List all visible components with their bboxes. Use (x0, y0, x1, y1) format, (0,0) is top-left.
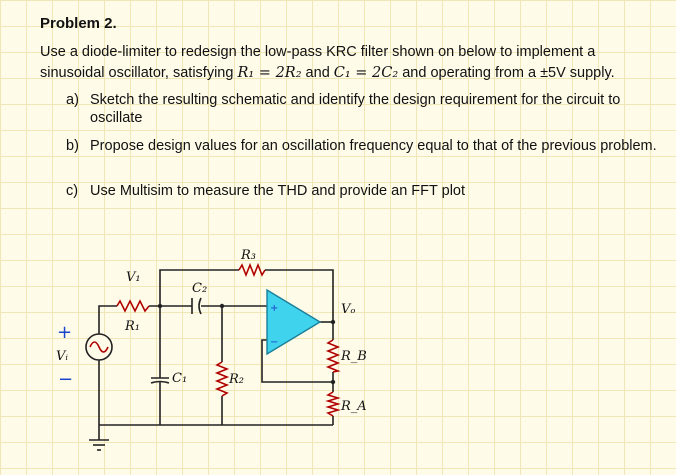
problem-intro: Use a diode-limiter to redesign the low-… (40, 42, 665, 84)
label-rb: R_B (340, 349, 367, 364)
label-plus: + (57, 322, 72, 343)
intro-suffix: and operating from a ±5V supply. (398, 65, 615, 81)
wire-source-to-r1 (98, 305, 117, 334)
resistors (116, 262, 341, 417)
ground-icon (89, 439, 109, 451)
item-marker: c) (66, 183, 79, 199)
label-r1: R₁ (124, 319, 140, 334)
capacitor-c2-plate (198, 297, 202, 315)
intro-line-2: sinusoidal oscillator, satisfying R₁ = 2… (40, 63, 665, 84)
item-marker: b) (66, 138, 79, 154)
junction-dot (330, 379, 336, 385)
op-amp-minus-label: − (270, 337, 278, 348)
wire-r3-to-output (265, 269, 334, 322)
problem-title: Problem 2. (40, 15, 117, 32)
op-amp-plus-label: + (270, 303, 278, 314)
junction-dot (157, 303, 163, 309)
sine-wave-icon (89, 341, 109, 353)
junction-dots (157, 303, 336, 385)
op-amp-triangle (266, 288, 322, 356)
label-c2: C₂ (192, 281, 207, 296)
label-vi: Vᵢ (56, 349, 68, 364)
capacitors (150, 297, 202, 384)
resistor-rb (325, 339, 341, 373)
label-r2: R₂ (228, 372, 244, 387)
intro-equation-resistors: R₁ = 2R₂ (237, 65, 302, 81)
resistor-ra (325, 391, 341, 417)
resistor-r1 (116, 299, 150, 313)
label-r3: R₃ (240, 248, 256, 263)
item-text: Use Multisim to measure the THD and prov… (90, 183, 466, 199)
intro-prefix: sinusoidal oscillator, satisfying (40, 65, 238, 81)
intro-equation-capacitors: C₁ = 2C₂ (333, 65, 399, 81)
resistor-r2 (214, 361, 230, 397)
label-minus: − (58, 369, 73, 390)
item-text: Sketch the resulting schematic and ident… (90, 92, 621, 126)
intro-line-1: Use a diode-limiter to redesign the low-… (40, 44, 596, 60)
label-vo: Vₒ (341, 302, 355, 317)
wire-feedback-to-opamp-minus (261, 339, 333, 383)
item-marker: a) (66, 92, 79, 108)
op-amp: + − (266, 288, 322, 356)
item-text: Propose design values for an oscillation… (90, 138, 657, 154)
wires (98, 269, 334, 440)
label-ra: R_A (340, 399, 367, 414)
label-v1: V₁ (126, 270, 141, 285)
junction-dot (219, 303, 225, 309)
junction-dot (330, 319, 336, 325)
capacitor-c1-plate (150, 380, 170, 384)
wire-node-to-r3 (159, 269, 239, 306)
label-c1: C₁ (172, 371, 187, 386)
ac-source (85, 333, 113, 361)
intro-and: and (301, 65, 334, 81)
resistor-r3 (238, 262, 266, 278)
